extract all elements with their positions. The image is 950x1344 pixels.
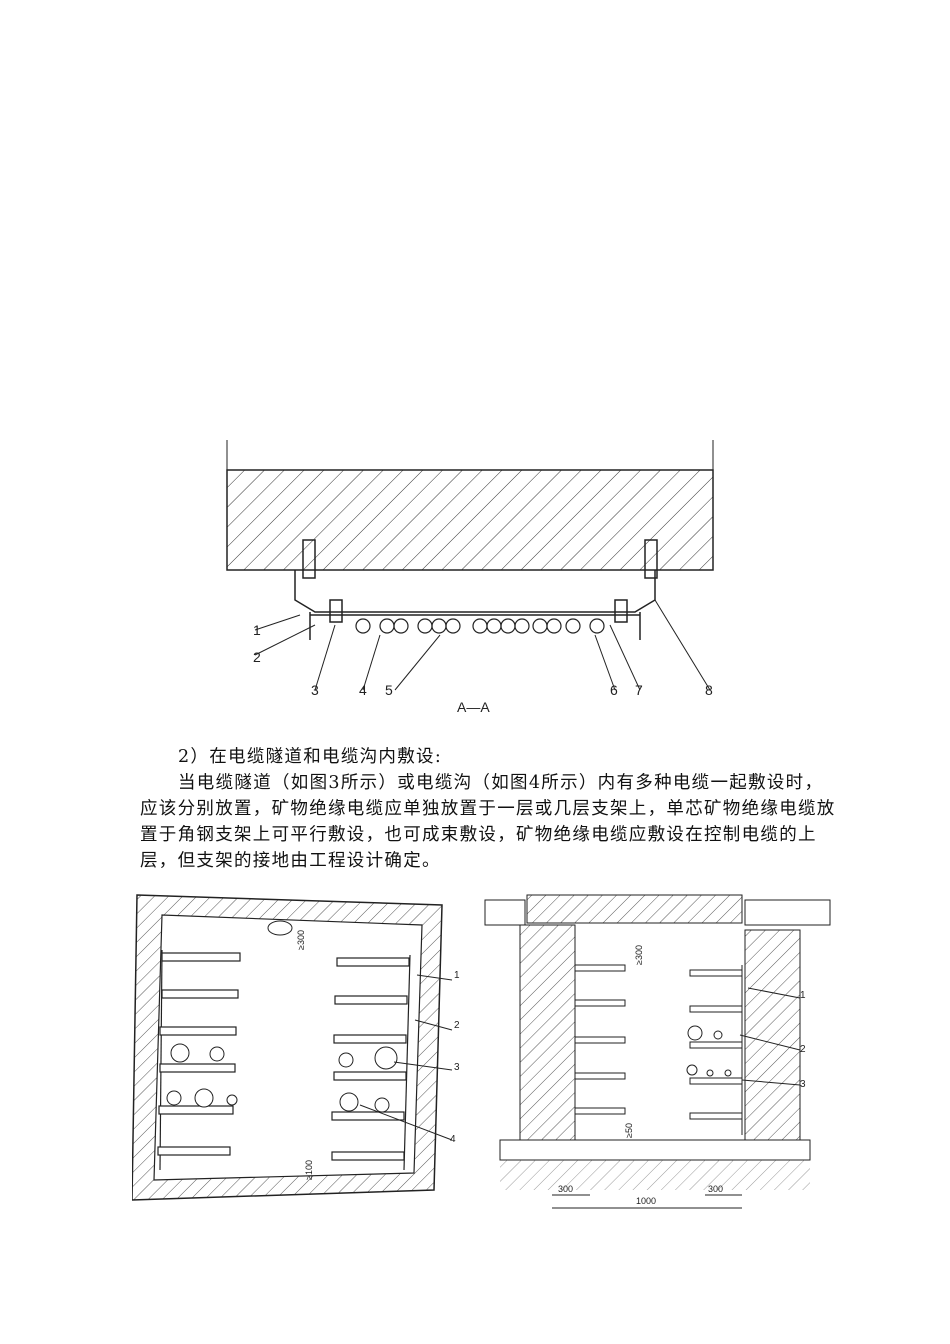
callout-2: 2 — [253, 649, 261, 665]
callout-3: 3 — [311, 682, 319, 698]
callout-6: 6 — [610, 682, 618, 698]
dim-top: ≥300 — [296, 930, 306, 950]
callout-4: 4 — [359, 682, 367, 698]
callout-3: 3 — [454, 1062, 460, 1073]
figure-cable-trench: 1 2 3 ≥300 ≥50 300 300 1000 — [484, 894, 831, 1209]
light-fixture-icon — [267, 920, 293, 936]
figure-cable-tunnel: 1 2 3 4 ≥300 ≥100 — [132, 894, 460, 1201]
callout-leaders — [254, 599, 711, 691]
section-paragraph: 当电缆隧道（如图3所示）或电缆沟（如图4所示）内有多种电缆一起敷设时，应该分别放… — [140, 773, 836, 871]
section-label: A—A — [457, 699, 490, 715]
callout-4: 4 — [450, 1134, 456, 1145]
concrete-slab — [226, 440, 714, 571]
cables — [355, 618, 605, 634]
callout-5: 5 — [385, 682, 393, 698]
cable-tray — [294, 539, 658, 640]
callout-2: 2 — [454, 1020, 460, 1031]
callout-3: 3 — [800, 1079, 806, 1090]
figure-aa-cross-section: 1 2 3 4 5 6 7 8 A—A — [226, 440, 714, 715]
dim-bottom: ≥50 — [624, 1123, 634, 1138]
section-heading: 2）在电缆隧道和电缆沟内敷设: — [178, 747, 443, 767]
dim-width: 1000 — [636, 1196, 656, 1206]
callout-8: 8 — [705, 682, 713, 698]
callout-1: 1 — [253, 622, 261, 638]
dim-right: 300 — [708, 1184, 723, 1194]
callout-1: 1 — [800, 990, 806, 1001]
callout-1: 1 — [454, 970, 460, 981]
support-brackets — [574, 960, 743, 1135]
callout-7: 7 — [635, 682, 643, 698]
dim-left: 300 — [558, 1184, 573, 1194]
dim-top: ≥300 — [634, 945, 644, 965]
cables — [166, 1043, 398, 1113]
support-brackets — [157, 949, 411, 1171]
dim-bottom: ≥100 — [304, 1160, 314, 1180]
callout-2: 2 — [800, 1044, 806, 1055]
